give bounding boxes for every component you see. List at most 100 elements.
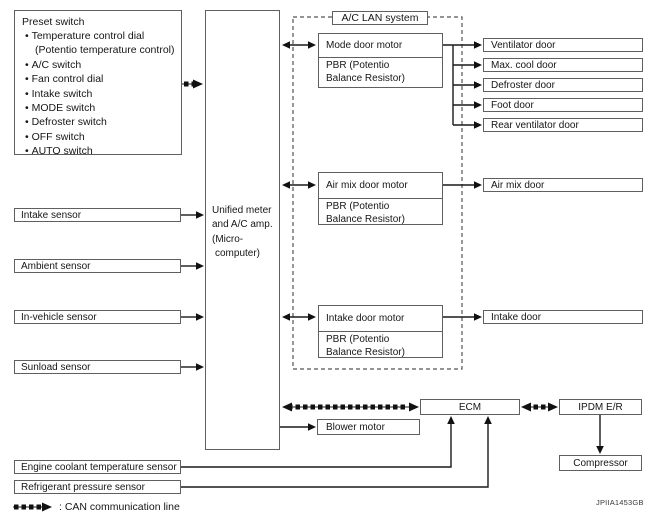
can-arrow-preset: [193, 79, 203, 89]
arrow-ventilator-door: [474, 41, 482, 49]
ipdm-label: IPDM E/R: [578, 401, 623, 413]
arrow-rear-vent-door: [474, 121, 482, 129]
wire-refrigerant: [181, 418, 489, 488]
wire-engine-coolant: [181, 418, 452, 468]
intake-door-motor-label: Intake door motor: [319, 306, 442, 332]
arrow-sunload-sensor: [196, 363, 204, 371]
sunload-sensor-box: Sunload sensor: [14, 360, 181, 374]
intake-sensor-label: Intake sensor: [21, 209, 82, 221]
arrow-mode-left: [282, 41, 290, 49]
ventilator-door-label: Ventilator door: [491, 39, 556, 51]
preset-bullet-mode: MODE switch: [22, 101, 177, 115]
preset-bullet-temperature: Temperature control dial: [22, 29, 177, 43]
arrow-blower: [308, 423, 316, 431]
mode-pbr-line2: Balance Resistor): [326, 72, 405, 84]
max-cool-door-box: Max. cool door: [483, 58, 643, 72]
lan-system-label: A/C LAN system: [341, 11, 419, 24]
preset-bullet-off: OFF switch: [22, 130, 177, 144]
air-mix-door-box: Air mix door: [483, 178, 643, 192]
ventilator-door-box: Ventilator door: [483, 38, 643, 52]
arrow-intk-right: [308, 313, 316, 321]
controller-line1: Unified meter: [212, 205, 272, 216]
can-legend-text: : CAN communication line: [59, 501, 180, 513]
max-cool-door-label: Max. cool door: [491, 59, 557, 71]
arrow-coolant-ecm: [447, 416, 455, 424]
mode-door-motor-pbr: PBR (Potentio Balance Resistor): [319, 58, 442, 85]
mode-pbr-line1: PBR (Potentio: [326, 60, 390, 71]
controller-line2: and A/C amp.: [212, 219, 273, 231]
blower-motor-box: Blower motor: [317, 419, 420, 435]
arrow-amix-right: [308, 181, 316, 189]
can-arrow-ecm-left: [521, 402, 531, 412]
foot-door-label: Foot door: [491, 99, 534, 111]
can-arrow-ipdm-right: [548, 402, 558, 412]
can-arrow-amp-left: [282, 402, 292, 412]
arrow-mode-right: [308, 41, 316, 49]
arrow-defroster-door: [474, 81, 482, 89]
refrigerant-sensor-box: Refrigerant pressure sensor: [14, 480, 181, 494]
intk-pbr-line1: PBR (Potentio: [326, 334, 390, 345]
ipdm-box: IPDM E/R: [559, 399, 642, 415]
in-vehicle-sensor-label: In-vehicle sensor: [21, 311, 97, 323]
unified-meter-amp-box: Unified meter and A/C amp. (Micro- compu…: [205, 10, 280, 450]
preset-switch-title: Preset switch: [22, 16, 85, 28]
defroster-door-box: Defroster door: [483, 78, 643, 92]
sunload-sensor-label: Sunload sensor: [21, 361, 91, 373]
rear-ventilator-door-box: Rear ventilator door: [483, 118, 643, 132]
preset-bullet-ac: A/C switch: [22, 58, 177, 72]
engine-coolant-sensor-label: Engine coolant temperature sensor: [21, 461, 177, 473]
lan-system-label-box: A/C LAN system: [332, 11, 428, 25]
can-arrow-ecm-right: [409, 402, 419, 412]
amix-pbr-line2: Balance Resistor): [326, 213, 405, 225]
refrigerant-sensor-label: Refrigerant pressure sensor: [21, 481, 145, 493]
air-mix-door-motor-label: Air mix door motor: [319, 173, 442, 199]
preset-bullet-auto: AUTO switch: [22, 144, 177, 158]
ecm-box: ECM: [420, 399, 520, 415]
blower-motor-label: Blower motor: [326, 421, 385, 433]
wire-mode-distribution: [443, 44, 475, 126]
intake-door-label: Intake door: [491, 311, 542, 323]
arrow-ambient-sensor: [196, 262, 204, 270]
compressor-box: Compressor: [559, 455, 642, 471]
intake-door-motor-pbr: PBR (Potentio Balance Resistor): [319, 332, 442, 359]
compressor-label: Compressor: [573, 457, 628, 469]
mode-door-motor-box: Mode door motor PBR (Potentio Balance Re…: [318, 33, 443, 88]
intake-sensor-box: Intake sensor: [14, 208, 181, 222]
arrow-foot-door: [474, 101, 482, 109]
controller-line4: computer): [215, 248, 261, 260]
amix-pbr-line1: PBR (Potentio: [326, 201, 390, 212]
arrow-airmix-door: [474, 181, 482, 189]
controller-line3: (Micro-: [212, 233, 244, 245]
ambient-sensor-label: Ambient sensor: [21, 260, 91, 272]
arrow-max-cool-door: [474, 61, 482, 69]
in-vehicle-sensor-box: In-vehicle sensor: [14, 310, 181, 324]
preset-bullet-temperature-note: (Potentio temperature control): [35, 44, 175, 57]
intk-pbr-line2: Balance Resistor): [326, 346, 405, 358]
arrow-refrig-ecm: [484, 416, 492, 424]
ambient-sensor-box: Ambient sensor: [14, 259, 181, 273]
arrow-compressor: [596, 446, 604, 454]
ecm-label: ECM: [458, 401, 482, 413]
arrow-in-vehicle-sensor: [196, 313, 204, 321]
intake-door-motor-box: Intake door motor PBR (Potentio Balance …: [318, 305, 443, 358]
arrow-intake-door: [474, 313, 482, 321]
air-mix-door-label: Air mix door: [491, 179, 545, 191]
can-arrow-legend: [42, 502, 52, 512]
preset-bullet-fan: Fan control dial: [22, 72, 177, 86]
arrow-intake-sensor: [196, 211, 204, 219]
arrow-amix-left: [282, 181, 290, 189]
reference-code: JPIIA1453GB: [596, 498, 644, 507]
mode-door-motor-label: Mode door motor: [319, 34, 442, 58]
arrow-intk-left: [282, 313, 290, 321]
rear-ventilator-door-label: Rear ventilator door: [491, 119, 579, 131]
engine-coolant-sensor-box: Engine coolant temperature sensor: [14, 460, 181, 474]
foot-door-box: Foot door: [483, 98, 643, 112]
defroster-door-label: Defroster door: [491, 79, 555, 91]
intake-door-box: Intake door: [483, 310, 643, 324]
preset-bullet-intake: Intake switch: [22, 87, 177, 101]
preset-switch-box: Preset switch Temperature control dial (…: [14, 10, 182, 158]
preset-bullet-defroster: Defroster switch: [22, 115, 177, 129]
air-mix-door-motor-pbr: PBR (Potentio Balance Resistor): [319, 199, 442, 226]
